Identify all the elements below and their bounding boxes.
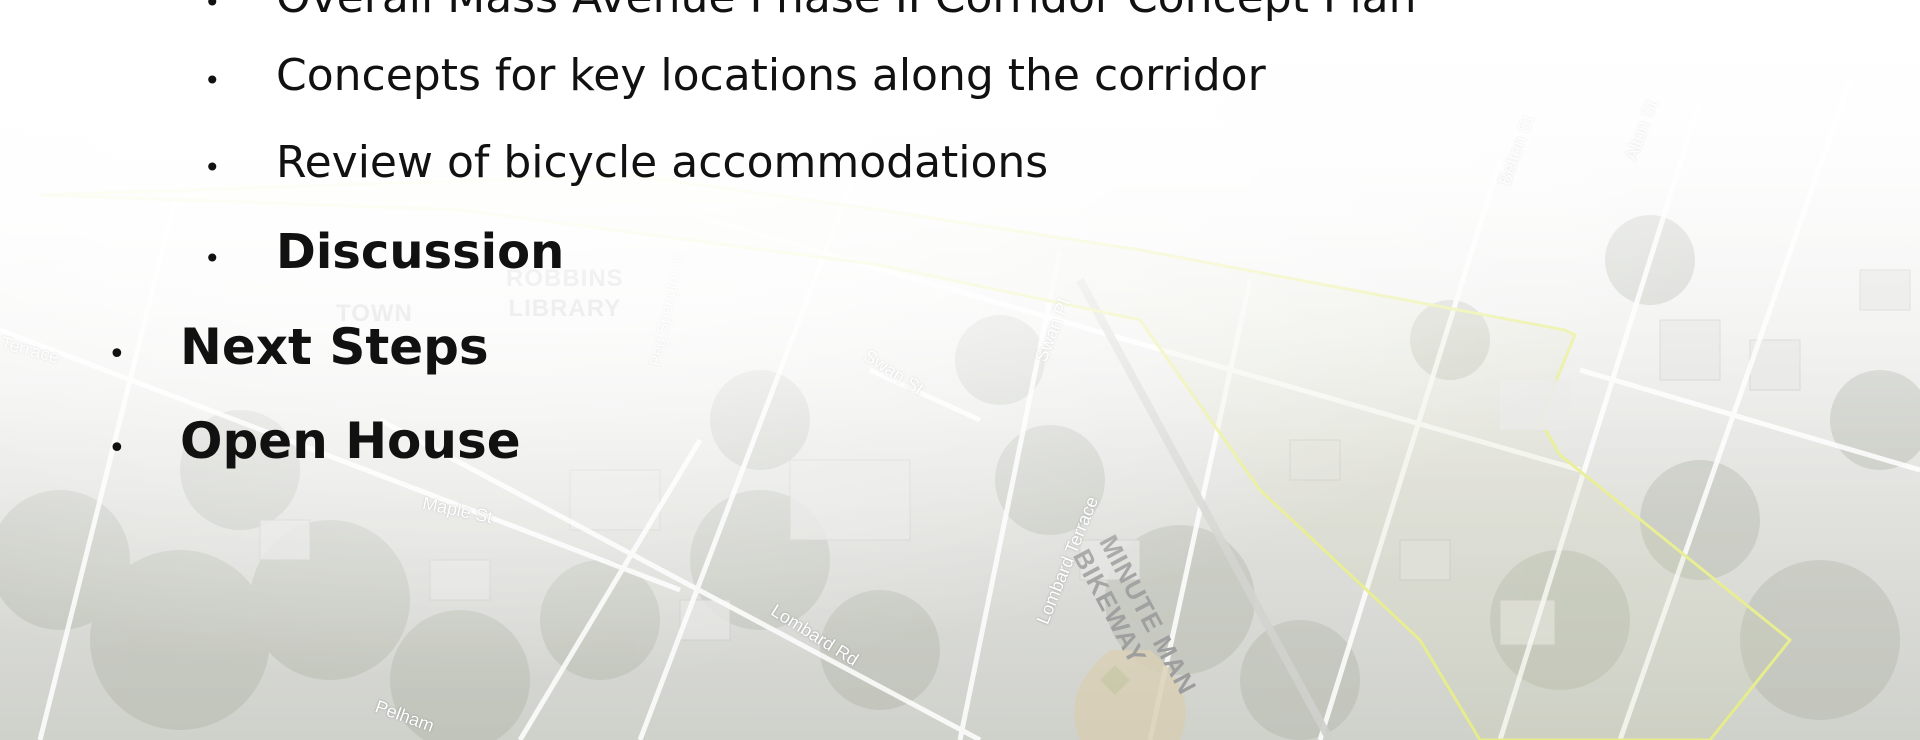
- bullet-icon: •: [204, 242, 221, 275]
- bullet-icon: •: [108, 431, 126, 466]
- agenda-item-open-house: • Open House: [108, 412, 521, 470]
- agenda-item-next-steps: • Next Steps: [108, 318, 489, 376]
- agenda-item-text: Review of bicycle accommodations: [276, 137, 1049, 188]
- agenda-item-discussion: • Discussion: [204, 224, 564, 280]
- agenda-item-text: Discussion: [276, 224, 565, 280]
- bullet-icon: •: [108, 337, 126, 372]
- bullet-icon: •: [204, 0, 221, 19]
- bullet-icon: •: [204, 151, 221, 184]
- agenda-item-text: Open House: [180, 412, 521, 470]
- agenda-item-text: Concepts for key locations along the cor…: [276, 50, 1266, 101]
- agenda-item-concept-plan: • Overall Mass Avenue Phase II Corridor …: [204, 0, 1417, 23]
- agenda-item-text: Overall Mass Avenue Phase II Corridor Co…: [276, 0, 1417, 23]
- agenda-item-bicycle-accommodations: • Review of bicycle accommodations: [204, 137, 1048, 188]
- bullet-icon: •: [204, 64, 221, 97]
- agenda-item-key-locations: • Concepts for key locations along the c…: [204, 50, 1266, 101]
- agenda-item-text: Next Steps: [180, 318, 489, 376]
